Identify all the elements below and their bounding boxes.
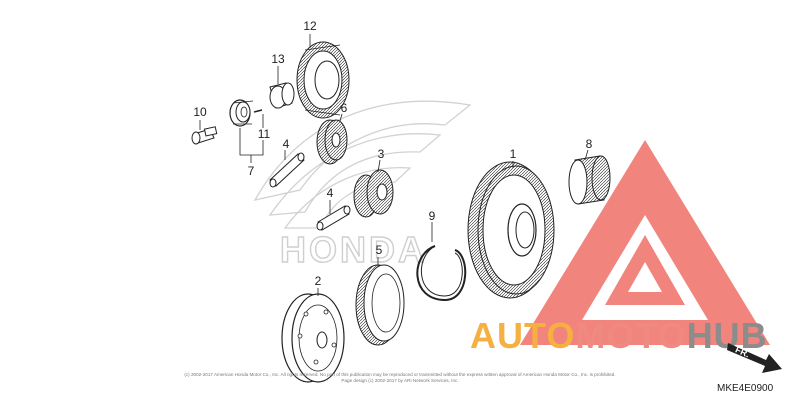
callout-11: 9 <box>429 209 436 223</box>
part-1-starter-driven-gear <box>467 161 555 299</box>
callout-13: 11 <box>258 127 271 141</box>
diagram-code: MKE4E0900 <box>717 383 774 394</box>
leader-lines <box>199 34 589 296</box>
part-10-bolt <box>191 126 218 145</box>
part-13-pin-icon <box>253 109 263 113</box>
callout-12: 8 <box>586 137 593 151</box>
part-3-gear <box>353 169 394 218</box>
callout-4-lower: 4 <box>327 186 334 200</box>
callout-6: 6 <box>341 101 348 115</box>
honda-watermark-text: HONDA <box>280 229 427 270</box>
part-13-washer <box>229 99 254 127</box>
part-4-shaft-upper <box>269 152 305 188</box>
callout-8: 12 <box>303 19 317 33</box>
callout-9: 13 <box>271 52 285 66</box>
brand-part-auto: AUTO <box>470 315 575 356</box>
copyright-line-1: (c) 2002-2017 American Honda Motor Co., … <box>184 372 615 377</box>
callout-5: 5 <box>376 243 383 257</box>
part-12-needle-bearing <box>568 155 611 205</box>
brand-part-moto: MOTO <box>575 315 686 356</box>
part-9-bush <box>269 82 295 109</box>
brand-logo-text: AUTOMOTOHUB <box>470 315 768 356</box>
callout-10: 10 <box>193 105 207 119</box>
brand-part-hub: HUB <box>687 315 768 356</box>
callout-1: 1 <box>510 147 517 161</box>
part-11-snap-ring <box>416 245 467 302</box>
callout-7: 7 <box>248 164 255 178</box>
callout-4-upper: 4 <box>283 137 290 151</box>
part-4-shaft-lower <box>316 205 351 231</box>
part-8-ring-gear <box>296 41 350 119</box>
part-6-gear <box>316 119 348 165</box>
part-5-one-way-clutch <box>355 264 405 346</box>
copyright-line-2: Page design (c) 2002-2017 by ARI Network… <box>341 378 458 383</box>
automotohub-logo-icon <box>520 140 770 345</box>
callout-2: 2 <box>315 274 322 288</box>
callout-3: 3 <box>378 147 385 161</box>
part-2-clutch-outer <box>281 293 345 383</box>
